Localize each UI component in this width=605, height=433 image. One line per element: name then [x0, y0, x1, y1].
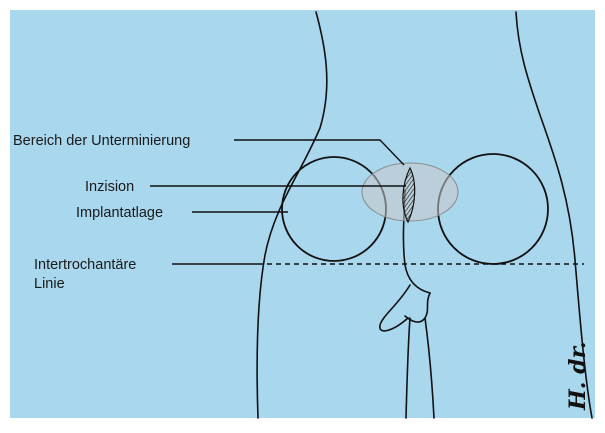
- label-intertrochanteric-line-1: Intertrochantäre: [34, 257, 136, 273]
- label-implant-position: Implantatlage: [76, 205, 163, 221]
- label-intertrochanteric-line-2: Linie: [34, 276, 65, 292]
- label-incision: Inzision: [85, 179, 134, 195]
- label-undermining: Bereich der Unterminierung: [13, 133, 190, 149]
- artist-signature: H. dr.: [565, 341, 591, 411]
